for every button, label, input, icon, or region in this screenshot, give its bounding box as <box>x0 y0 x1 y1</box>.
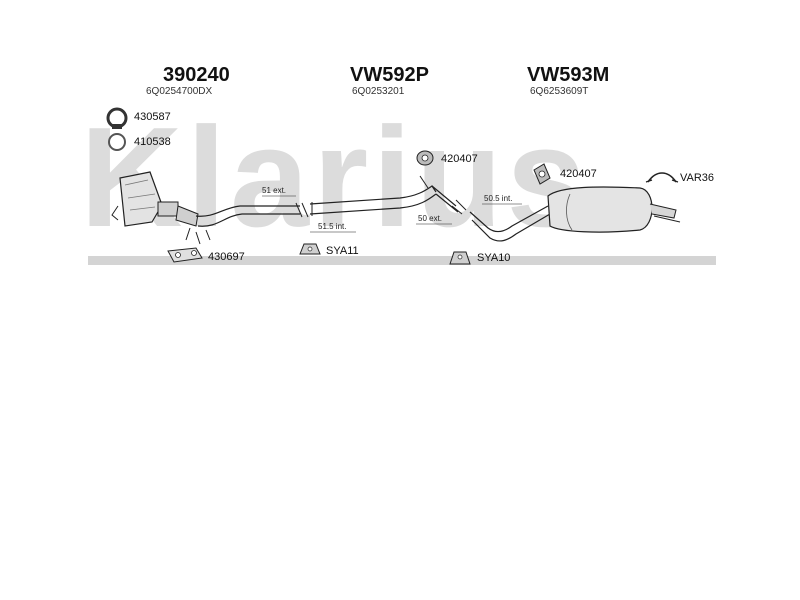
label-var36: VAR36 <box>680 172 715 184</box>
label-sya11: SYA11 <box>326 245 359 257</box>
heading-vw592p: VW592P <box>350 64 429 86</box>
heading-vw593m: VW593M <box>527 64 610 86</box>
label-430697: 430697 <box>208 251 245 263</box>
heading-390240: 390240 <box>163 64 230 86</box>
bracket-icon <box>645 172 679 183</box>
oem-390240: 6Q0254700DX <box>146 86 213 97</box>
mount-sya11-icon <box>299 243 321 255</box>
rear-pipe-silencer <box>469 186 681 242</box>
label-sya10: SYA10 <box>477 252 511 264</box>
oem-vw593m: 6Q6253609T <box>530 86 589 97</box>
middle-pipe <box>309 175 467 216</box>
dimension-50-5-int: 50.5 int. <box>484 194 513 203</box>
hanger-right-icon <box>533 163 551 185</box>
ring-icon <box>108 133 126 151</box>
label-420407-mid: 420407 <box>441 153 478 165</box>
hanger-icon <box>416 150 434 166</box>
front-pipe <box>185 202 309 245</box>
klarius-watermark: Klarius <box>80 118 590 238</box>
dimension-51-5-int: 51.5 int. <box>318 222 347 231</box>
watermark-bar <box>88 256 716 265</box>
label-420407-right: 420407 <box>560 168 597 180</box>
dimension-51-ext: 51 ext. <box>262 186 287 195</box>
label-410538: 410538 <box>134 136 171 148</box>
dimension-50-ext: 50 ext. <box>418 214 443 223</box>
label-430587: 430587 <box>134 111 171 123</box>
clamp-icon <box>106 107 128 129</box>
catalytic-converter-icon <box>111 171 199 227</box>
gasket-icon <box>167 247 203 263</box>
mount-sya10-icon <box>449 251 471 265</box>
oem-vw592p: 6Q0253201 <box>352 86 405 97</box>
